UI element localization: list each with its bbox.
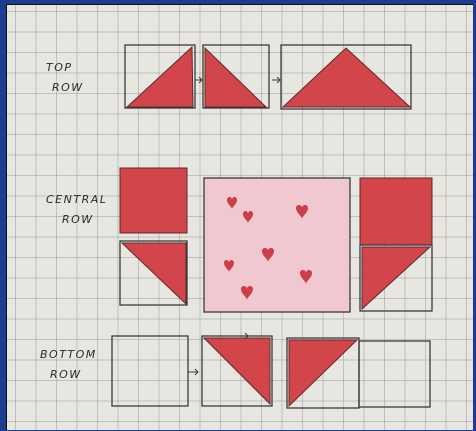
top-row-triangle-2 (205, 48, 266, 107)
central-right-square (360, 178, 432, 245)
arrow-icon (272, 77, 280, 83)
arrow-icon (188, 369, 198, 375)
central-right-triangle (362, 247, 430, 309)
top-row-triangle-1 (127, 47, 193, 107)
bottom-row-block-1 (112, 336, 188, 406)
bottom-row-triangle-1 (204, 338, 270, 404)
central-left-triangle (122, 243, 186, 304)
arrow-icon (195, 77, 202, 83)
bottom-row-block-4 (359, 341, 430, 407)
top-row-triangle-3 (283, 48, 410, 107)
bottom-row-triangle-2 (289, 340, 357, 406)
center-heart-square (204, 178, 350, 312)
central-left-square (120, 168, 187, 233)
